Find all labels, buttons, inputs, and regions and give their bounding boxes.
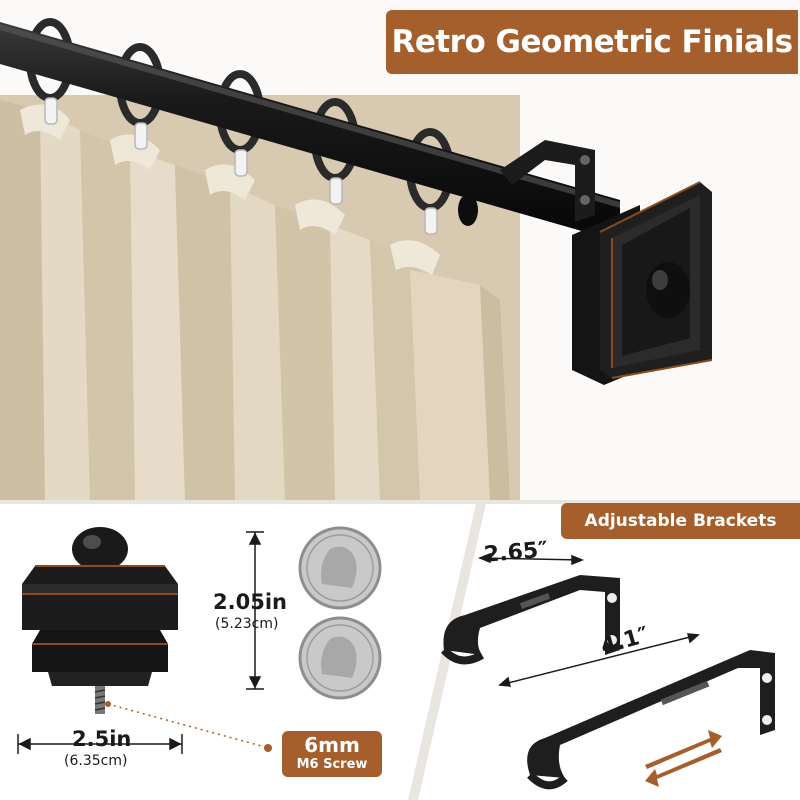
quarter-coin-bottom [298, 616, 382, 700]
finial-height-in: 2.05in [213, 590, 287, 614]
curtain-rod-illustration [0, 18, 713, 500]
long-bracket-dimension [498, 633, 700, 687]
screw-size: 6mm [304, 733, 360, 757]
screw-spec-badge: 6mm M6 Screw [282, 731, 382, 777]
brackets-diagram [441, 552, 775, 790]
screw-leader-end [264, 744, 272, 752]
finial-width-cm: (6.35cm) [64, 753, 128, 769]
screw-type: M6 Screw [296, 757, 368, 772]
square-finial [572, 181, 713, 385]
brackets-badge: Adjustable Brackets [561, 503, 800, 539]
curtain-rod-photo [0, 18, 713, 500]
finial-height-cm: (5.23cm) [215, 616, 279, 632]
curtain-clips [44, 97, 438, 235]
screw-leader-line [107, 703, 266, 748]
short-bracket [441, 575, 620, 665]
finial-dimension-diagram [17, 526, 382, 754]
wall-bracket [500, 140, 595, 222]
short-bracket-dimension [477, 552, 585, 566]
height-dimension-line [246, 531, 264, 690]
screw-icon [94, 686, 106, 714]
adjust-arrows-icon [645, 730, 722, 787]
section-divider [0, 500, 800, 504]
title-badge: Retro Geometric Finials [386, 10, 798, 74]
quarter-coin-top [298, 526, 382, 610]
screw-leader-start [105, 701, 111, 707]
finial-width-in: 2.5in [72, 727, 132, 751]
long-bracket [527, 650, 775, 790]
width-dimension-line [17, 734, 183, 754]
curtain-rod [0, 22, 620, 242]
finial-closeup [22, 527, 178, 686]
